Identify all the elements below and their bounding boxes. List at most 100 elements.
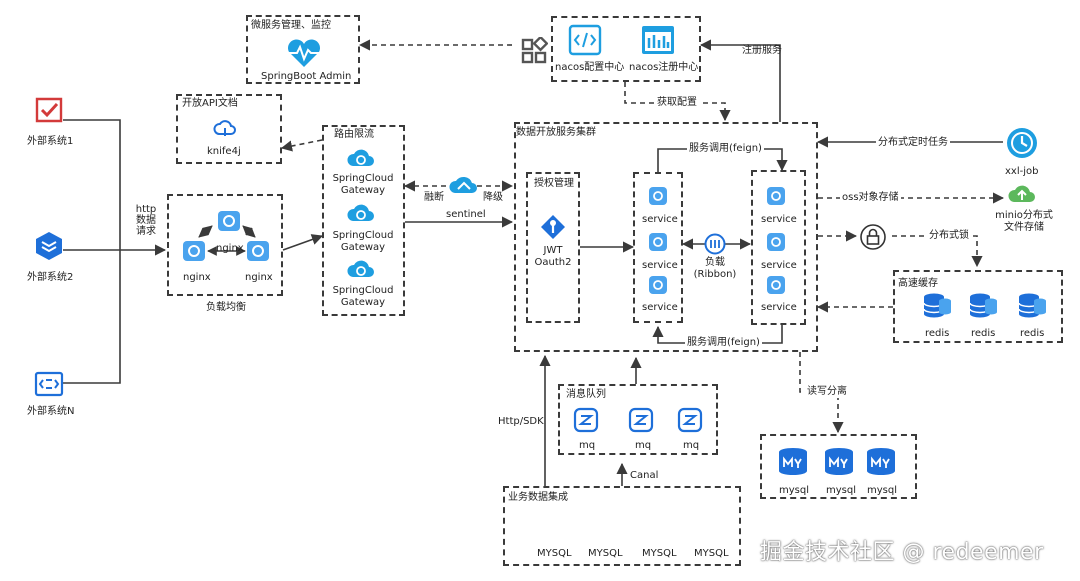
mq-label-3: mq bbox=[683, 440, 700, 451]
system1-label: 外部系统1 bbox=[27, 136, 74, 147]
service-left-box bbox=[633, 172, 683, 323]
service-right-icon-2 bbox=[767, 233, 785, 251]
edge-gateway-apidoc bbox=[280, 139, 323, 152]
edge-get-config bbox=[624, 82, 731, 122]
service-right-box bbox=[751, 170, 806, 325]
key-icon bbox=[541, 215, 565, 239]
oss-label: oss对象存储 bbox=[840, 192, 901, 204]
edge-systemN bbox=[63, 250, 121, 384]
redis-label-2: redis bbox=[971, 328, 996, 339]
systemN-icon bbox=[34, 371, 64, 397]
mysql-icon-1 bbox=[779, 448, 807, 475]
get-config-label: 获取配置 bbox=[655, 97, 699, 109]
mq-icon-3 bbox=[677, 407, 703, 433]
integration-item-2: MYSQL bbox=[588, 548, 623, 559]
nginx-icon-left bbox=[183, 241, 205, 261]
gateway-icon-2 bbox=[347, 204, 374, 221]
watermark: 掘金技术社区 @ redeemer bbox=[760, 540, 1044, 565]
sentinel-label: sentinel bbox=[446, 209, 486, 220]
redis-icon-1 bbox=[923, 293, 951, 318]
lock-label: 分布式锁 bbox=[927, 230, 971, 242]
mysql-label-2: mysql bbox=[826, 485, 856, 496]
gateway-label-3: SpringCloud Gateway bbox=[332, 285, 394, 308]
redis-icon-2 bbox=[969, 293, 997, 318]
edge-system1 bbox=[63, 119, 121, 250]
mq-box bbox=[558, 384, 718, 455]
redis-label-1: redis bbox=[925, 328, 950, 339]
auth-box bbox=[526, 172, 580, 323]
service-right-label-2: service bbox=[761, 260, 797, 271]
gateway-icon-3 bbox=[347, 260, 374, 277]
gateway-label-2: SpringCloud Gateway bbox=[332, 230, 394, 253]
gateway-icon-1 bbox=[347, 149, 374, 166]
system2-label: 外部系统2 bbox=[27, 272, 74, 283]
sentinel-degrade-label: 降级 bbox=[483, 192, 503, 203]
mq-label-2: mq bbox=[635, 440, 652, 451]
router-title: 路由限流 bbox=[334, 129, 374, 140]
admin-title: 微服务管理、监控 bbox=[251, 20, 331, 31]
service-right-icon-3 bbox=[767, 276, 785, 294]
auth-item-label: JWT Oauth2 bbox=[534, 245, 572, 268]
integration-item-3: MYSQL bbox=[642, 548, 677, 559]
register-label: 注册服务 bbox=[742, 45, 782, 56]
service-right-icon-1 bbox=[767, 187, 785, 205]
rw-label: 读写分离 bbox=[805, 386, 849, 398]
admin-box bbox=[246, 15, 360, 84]
system2-icon bbox=[36, 232, 62, 260]
http-label: http 数据 请求 bbox=[135, 204, 157, 237]
integration-box bbox=[503, 486, 741, 566]
nacos-config-label: nacos配置中心 bbox=[555, 62, 625, 73]
nginx-icon-right bbox=[247, 241, 269, 261]
mysql-icon-2 bbox=[825, 448, 853, 475]
lb-box bbox=[167, 194, 283, 296]
mysql-icon-3 bbox=[867, 448, 895, 475]
edge-register bbox=[699, 39, 781, 122]
api-doc-title: 开放API文档 bbox=[182, 98, 238, 109]
auth-title: 授权管理 bbox=[534, 178, 574, 189]
mq-icon-1 bbox=[573, 407, 599, 433]
knife4j-label: knife4j bbox=[207, 146, 241, 157]
nginx-label-left: nginx bbox=[183, 272, 211, 283]
systemN-label: 外部系统N bbox=[27, 406, 75, 417]
nginx-label-top: nginx bbox=[216, 243, 244, 254]
cache-box bbox=[893, 270, 1063, 343]
nginx-icon-top bbox=[218, 211, 240, 231]
mysql-label-1: mysql bbox=[779, 485, 809, 496]
service-left-icon-3 bbox=[649, 276, 667, 294]
edge-lb-gateway bbox=[282, 234, 324, 251]
xxljob-label: xxl-job bbox=[1005, 166, 1039, 177]
cluster-title: 数据开放服务集群 bbox=[516, 127, 596, 138]
service-right-label-3: service bbox=[761, 302, 797, 313]
integration-title: 业务数据集成 bbox=[508, 492, 568, 503]
knife4j-icon bbox=[213, 120, 236, 136]
service-left-label-2: service bbox=[642, 260, 678, 271]
sentinel-cloud-icon bbox=[449, 176, 477, 193]
registry-center-icon bbox=[642, 26, 674, 54]
sentinel-fuse-label: 融断 bbox=[424, 192, 444, 203]
feign-bottom-label: 服务调用(feign) bbox=[685, 337, 762, 349]
service-right-label-1: service bbox=[761, 214, 797, 225]
minio-label: minio分布式 文件存储 bbox=[995, 210, 1053, 233]
mq-label-1: mq bbox=[579, 440, 596, 451]
nacos-box bbox=[551, 16, 701, 82]
router-box bbox=[322, 125, 405, 316]
nacos-registry-label: nacos注册中心 bbox=[629, 62, 699, 73]
mysql-label-3: mysql bbox=[867, 485, 897, 496]
edge-lb-inner-1 bbox=[198, 225, 213, 238]
mq-title: 消息队列 bbox=[566, 389, 606, 400]
ribbon-icon bbox=[704, 233, 726, 255]
canal-label: Canal bbox=[630, 470, 659, 481]
service-left-icon-2 bbox=[649, 233, 667, 251]
service-left-label-1: service bbox=[642, 214, 678, 225]
admin-label: SpringBoot Admin bbox=[261, 71, 352, 82]
service-left-icon-1 bbox=[649, 187, 667, 205]
feign-top-label: 服务调用(feign) bbox=[687, 143, 764, 155]
ribbon-label: 负载 (Ribbon) bbox=[693, 257, 737, 280]
heart-monitor-icon bbox=[288, 39, 320, 67]
lb-caption: 负载均衡 bbox=[206, 302, 246, 313]
lock-icon bbox=[860, 224, 886, 250]
edge-lock-b bbox=[892, 235, 983, 268]
config-center-icon bbox=[568, 24, 602, 56]
api-doc-box bbox=[176, 94, 282, 164]
